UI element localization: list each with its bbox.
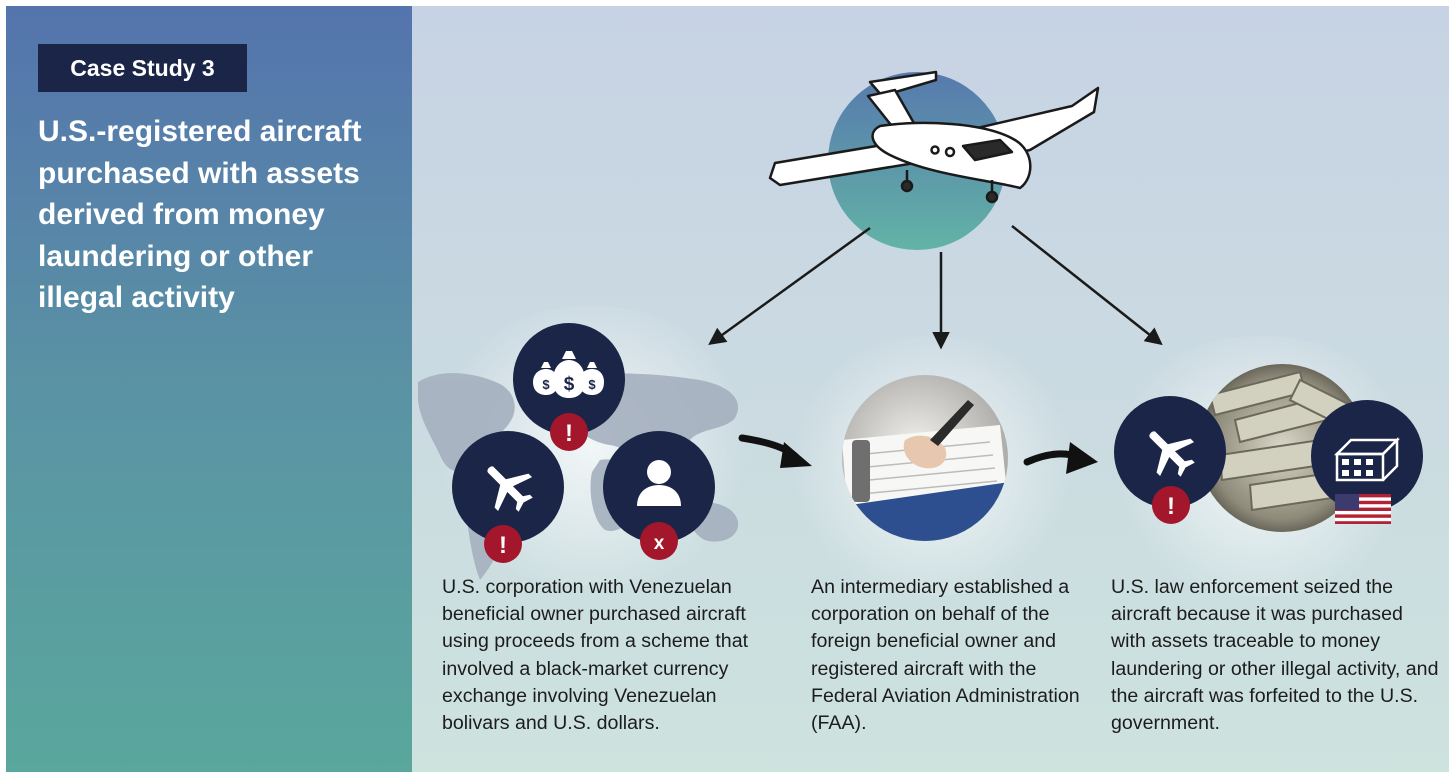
alert-badge bbox=[1152, 486, 1190, 524]
building-icon-circle bbox=[1311, 400, 1423, 512]
sidebar-panel: Case Study 3 U.S.-registered aircraft pu… bbox=[6, 6, 412, 772]
airplane-illustration bbox=[768, 70, 1100, 204]
case-study-badge: Case Study 3 bbox=[38, 44, 247, 92]
person-icon bbox=[637, 460, 681, 506]
building-icon bbox=[1333, 436, 1401, 482]
us-flag-icon bbox=[1335, 494, 1391, 524]
svg-text:$: $ bbox=[588, 377, 596, 392]
alert-mark: ! bbox=[565, 420, 573, 447]
step-3-description: U.S. law enforcement seized the aircraft… bbox=[1111, 576, 1439, 735]
arrow-to-step-3 bbox=[1011, 225, 1163, 346]
alert-badge bbox=[484, 525, 522, 563]
airplane-icon-circle: ! bbox=[452, 431, 564, 563]
money-bags-icon bbox=[533, 351, 604, 398]
alert-mark: ! bbox=[499, 532, 507, 559]
step-2-description: An intermediary established a corporatio… bbox=[811, 576, 1080, 735]
arrow-to-step-1 bbox=[708, 226, 871, 346]
curved-arrow-icon bbox=[1023, 442, 1098, 474]
flow-arrows bbox=[708, 225, 1163, 350]
cross-mark: x bbox=[654, 533, 665, 554]
money-bags-icon-circle: $ $ $ ! bbox=[513, 323, 625, 451]
headline: U.S.-registered aircraft purchased with … bbox=[38, 115, 362, 314]
step-1-description: U.S. corporation with Venezuelan benefic… bbox=[442, 576, 749, 735]
alert-mark: ! bbox=[1167, 493, 1175, 520]
airplane-icon-circle: ! bbox=[1114, 396, 1226, 524]
clipboard-photo bbox=[842, 375, 1008, 541]
cross-badge bbox=[640, 522, 678, 560]
svg-text:$: $ bbox=[564, 374, 575, 395]
curved-arrow-icon bbox=[738, 434, 812, 468]
airplane-icon bbox=[487, 466, 533, 512]
airplane-icon bbox=[1149, 431, 1195, 477]
svg-text:$: $ bbox=[542, 377, 550, 392]
alert-badge bbox=[550, 413, 588, 451]
person-icon-circle: x bbox=[603, 431, 715, 560]
